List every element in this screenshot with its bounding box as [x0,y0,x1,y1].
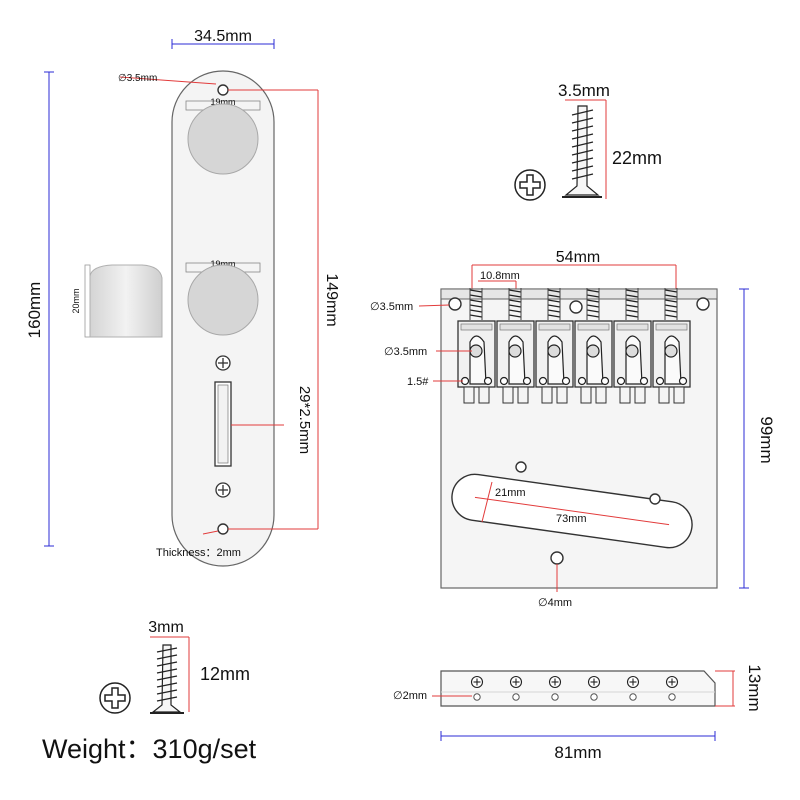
knob-bottom [187,264,259,336]
saddle-3 [535,288,574,404]
mount-hole-diameter-label: ∅3.5mm [370,301,413,313]
side-screw-icon-4 [587,675,601,701]
string-hole-diameter-label: ∅2mm [393,690,427,702]
control-plate-group: 34.5mm 160mm ∅3.5mm 19mm 19mm 29*2.5mm [25,28,340,567]
knob-bottom-diameter-label: 19mm [210,259,235,269]
bridge-side-view: ∅2mm 13mm 81mm [393,664,764,762]
phillips-head-icon [99,682,131,714]
saddle-1 [457,288,496,404]
knob-top [187,103,259,175]
bridge-mount-hole-center [569,300,583,314]
bridge-side-height-label: 13mm [745,664,764,711]
side-screw-icon-6 [665,675,679,701]
side-knob-profile: 20mm [71,264,163,338]
side-screws [470,675,679,701]
bridge-top-view: 54mm 10.8mm ∅3.5mm ∅3.5mm 1.5# 99mm [370,249,776,609]
side-screw-icon-5 [626,675,640,701]
side-knob-height-label: 20mm [71,288,81,313]
knob-top-diameter-label: 19mm [210,97,235,107]
bridge-height-label: 99mm [757,416,776,463]
side-screw-icon-3 [548,675,562,701]
bridge-screw-length-label: 22mm [612,148,662,168]
bridge-width-label: 81mm [554,743,601,762]
plate-width-label: 34.5mm [194,28,252,45]
bridge-bottom-hole [550,551,564,565]
bridge-mount-hole-left [448,297,462,311]
saddle-pitch-label: 10.8mm [480,270,520,282]
bridge-mount-hole-right [696,297,710,311]
side-screw-icon-2 [509,675,523,701]
pickup-screw-hole-top [515,461,527,473]
bridge-screw-side-icon [562,105,602,198]
hole-spacing-label: 149mm [323,273,340,326]
saddle-5 [613,288,652,404]
plate-screw-length-label: 12mm [200,664,250,684]
plate-screw-diameter-label: 3mm [148,619,184,636]
pickup-screw-hole-right [649,493,661,505]
plate-screw-group: 3mm 12mm [99,619,250,714]
saddle-4 [574,288,613,404]
plate-top-hole [217,84,229,96]
saddles [457,288,691,404]
hex-key-label: 1.5# [407,376,429,388]
bottom-hole-diameter-label: ∅4mm [538,597,572,609]
plate-screw-top-icon [215,355,231,371]
pickup-cutout [451,473,693,549]
weight-label: Weight：310g/set [42,734,257,764]
plate-hole-diameter-label: ∅3.5mm [118,73,157,84]
plate-height-label: 160mm [25,282,44,339]
plate-bottom-hole [217,523,229,535]
bridge-screw-group: 3.5mm 22mm [514,81,662,201]
bridge-screw-diameter-label: 3.5mm [558,81,610,100]
saddle-hole-diameter-label: ∅3.5mm [384,346,427,358]
saddle-span-label: 54mm [556,249,600,266]
plate-screw-side-icon [150,644,184,714]
slot-size-label: 29*2.5mm [296,386,313,454]
side-screw-icon-1 [470,675,484,701]
saddle-2 [496,288,535,404]
phillips-head-icon-2 [514,169,546,201]
saddle-6 [652,288,691,404]
plate-screw-bottom-icon [215,482,231,498]
pickup-width-label: 21mm [495,487,526,499]
thickness-label: Thickness：2mm [156,547,241,559]
bridge-side-body [440,670,716,707]
pickup-length-label: 73mm [556,513,587,525]
